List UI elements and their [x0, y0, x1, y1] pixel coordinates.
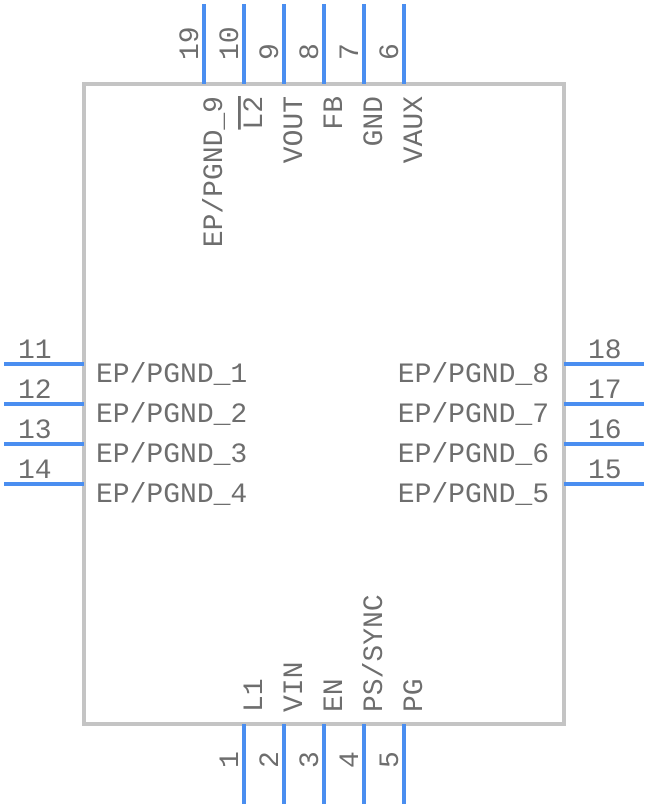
pin-16-name: EP/PGND_6 [398, 440, 549, 471]
pin-13-name: EP/PGND_3 [96, 440, 247, 471]
pin-3-number: 3 [296, 751, 327, 768]
pin-14-name: EP/PGND_4 [96, 480, 247, 511]
pin-11-number: 11 [18, 336, 52, 367]
pin-5-number: 5 [376, 751, 407, 768]
pin-11-name: EP/PGND_1 [96, 360, 247, 391]
pin-13-number: 13 [18, 416, 52, 447]
pin-19-number: 19 [176, 26, 207, 60]
pin-15-name: EP/PGND_5 [398, 480, 549, 511]
pin-9-number: 9 [256, 43, 287, 60]
pin-17-name: EP/PGND_7 [398, 400, 549, 431]
pin-15-number: 15 [588, 456, 622, 487]
pin-6-number: 6 [376, 43, 407, 60]
pin-18-number: 18 [588, 336, 622, 367]
pin-2-name: VIN [280, 662, 311, 712]
pin-1-name: L1 [240, 678, 271, 712]
pin-1-number: 1 [216, 751, 247, 768]
pin-16-number: 16 [588, 416, 622, 447]
pin-2-number: 2 [256, 751, 287, 768]
pin-3-name: EN [320, 678, 351, 712]
pin-10-number: 10 [216, 26, 247, 60]
pin-7-name: GND [360, 96, 391, 146]
pin-8-name: FB [320, 96, 351, 130]
pin-7-number: 7 [336, 43, 367, 60]
pin-9-name: VOUT [280, 96, 311, 163]
pin-4-number: 4 [336, 751, 367, 768]
pin-12-name: EP/PGND_2 [96, 400, 247, 431]
pin-14-number: 14 [18, 456, 52, 487]
pin-10-name: L2 [240, 96, 271, 130]
pin-17-number: 17 [588, 376, 622, 407]
pin-19-name: EP/PGND_9 [200, 96, 231, 247]
pin-8-number: 8 [296, 43, 327, 60]
pin-5-name: PG [400, 678, 431, 712]
pin-12-number: 12 [18, 376, 52, 407]
pin-4-name: PS/SYNC [360, 594, 391, 712]
pin-6-name: VAUX [400, 96, 431, 163]
pin-18-name: EP/PGND_8 [398, 360, 549, 391]
